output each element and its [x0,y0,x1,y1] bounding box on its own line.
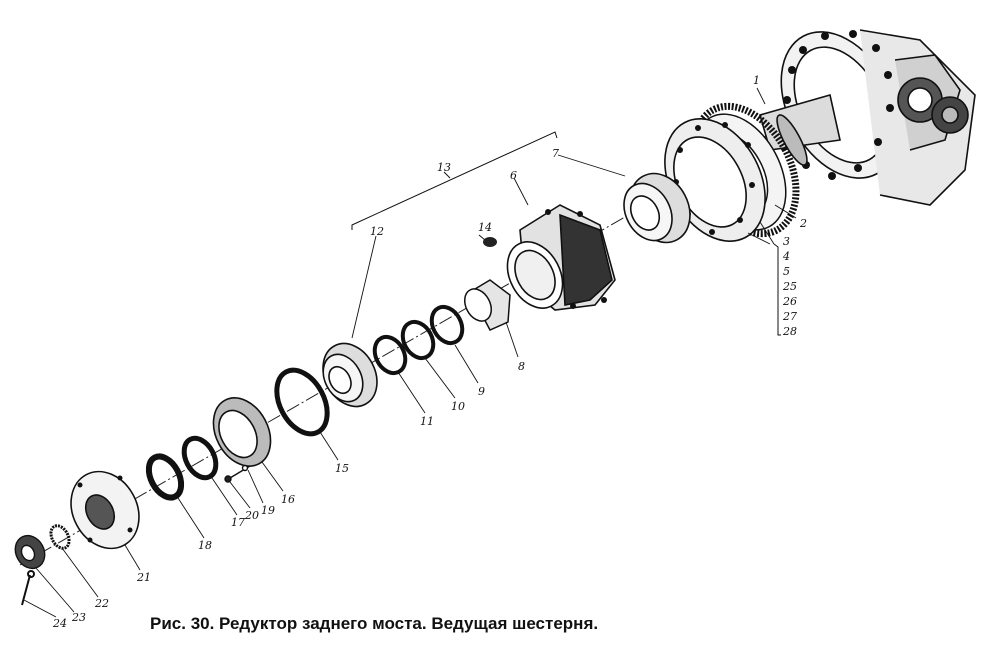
callout-27: 27 [783,310,797,323]
callout-2: 2 [800,217,807,230]
callout-18: 18 [198,539,212,552]
callout-11: 11 [420,415,434,428]
callout-14: 14 [478,221,492,234]
callout-25: 25 [783,280,797,293]
callout-6: 6 [510,169,517,182]
part-8-spacer-sleeve [463,279,511,331]
bracket-3-28 [773,243,781,336]
part-23-castle-nut [14,534,46,570]
part-24-cotter-pin [21,570,35,606]
part-21-companion-flange [70,470,140,550]
callout-9: 9 [478,385,485,398]
figure-caption: Рис. 30. Редуктор заднего моста. Ведущая… [150,614,599,633]
callout-3: 3 [783,235,790,248]
callout-16: 16 [281,493,295,506]
callout-13: 13 [437,161,451,174]
callout-8: 8 [518,360,525,373]
part-22-washer [49,524,71,550]
part-15-gasket [274,367,330,437]
callout-24: 24 [53,617,67,630]
axle-housing [759,29,976,206]
callout-17: 17 [231,516,245,529]
callout-15: 15 [335,462,349,475]
part-14-plug [483,237,497,247]
callout-26: 26 [783,295,797,308]
callout-21: 21 [137,571,151,584]
callout-22: 22 [95,597,109,610]
bracket-13 [351,131,558,230]
callout-1: 1 [753,74,760,87]
part-7-bearing [623,172,691,244]
part-11-shim [372,334,408,376]
callout-19: 19 [261,504,275,517]
part-16-cover [212,397,272,467]
callout-23: 23 [72,611,86,624]
leader-lines [23,87,797,618]
part-17-ring [181,435,219,481]
part-12-roller-bearing [322,342,378,408]
callout-4: 4 [783,250,790,263]
callout-5: 5 [783,265,790,278]
callout-20: 20 [245,509,259,522]
callout-28: 28 [783,325,797,338]
callout-7: 7 [552,147,559,160]
callout-12: 12 [370,225,384,238]
part-9-shim [429,304,465,346]
part-10-shim [400,319,436,361]
part-6-bearing-housing [506,204,616,311]
bracket-13-pointer [443,171,451,179]
part-19-20-bolt-washer [224,464,251,483]
part-18-ring [145,453,185,501]
callout-10: 10 [451,400,465,413]
